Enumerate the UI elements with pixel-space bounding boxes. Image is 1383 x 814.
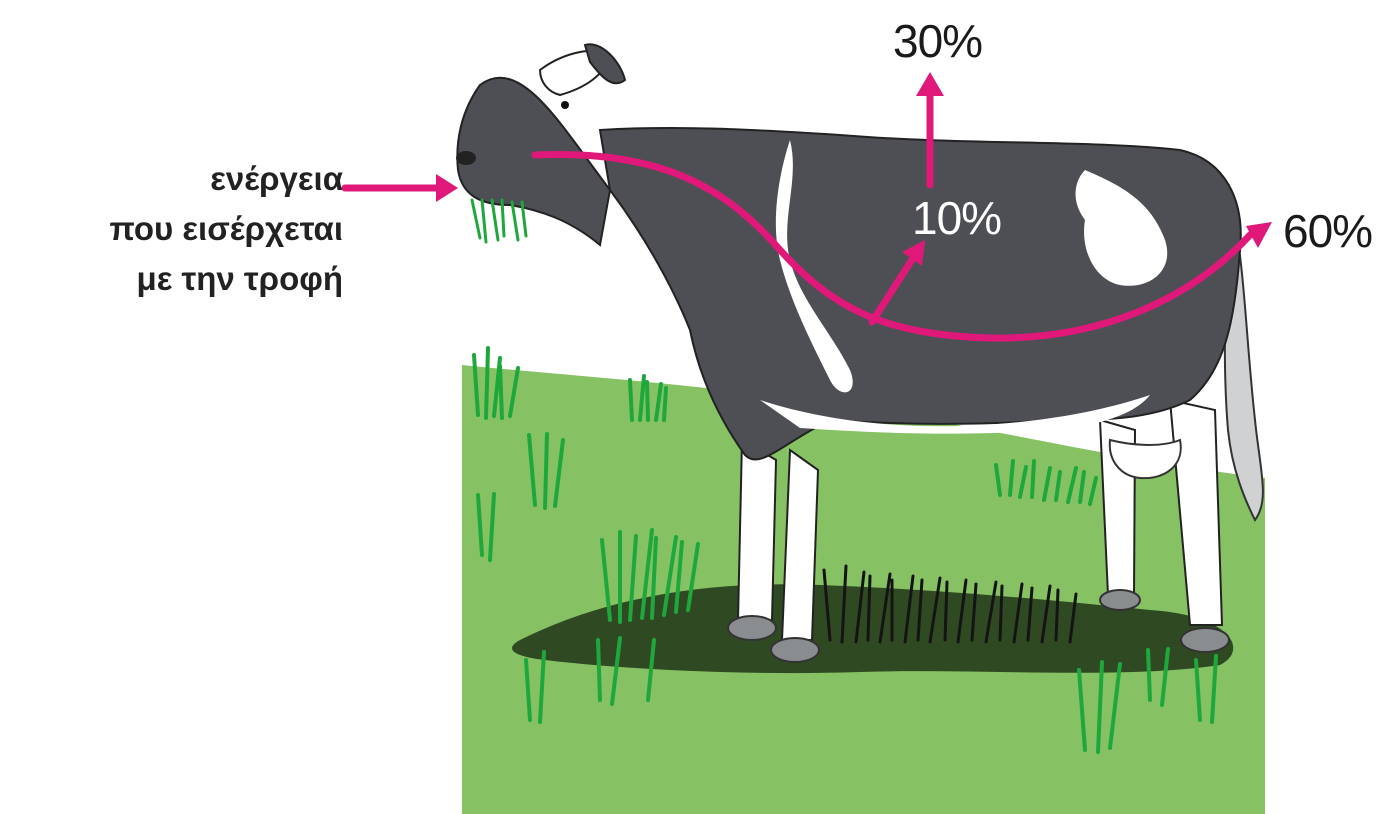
energy-path-curve [531,150,1254,342]
energy-input-label-line1: ενέργεια [210,160,343,197]
output-up-percentage: 30% [893,15,983,67]
right-arrowhead [1246,222,1272,248]
growth-arrowhead [902,240,925,266]
arrowheads [436,72,1272,266]
input-arrowhead [436,174,458,202]
output-body-percentage: 10% [912,192,1002,244]
grass-in-mouth [470,198,528,244]
up-arrowhead [916,72,944,96]
cow [456,43,1264,663]
growth-arrow [868,251,919,326]
cow-shadow [512,584,1234,674]
dark-grass [822,564,1078,644]
grass-tufts [472,346,1218,754]
output-right-percentage: 60% [1283,205,1373,257]
energy-flow [341,88,1254,342]
energy-input-label-line3: με την τροφή [136,260,344,297]
energy-input-label-line2: που εισέρχεται [109,210,343,247]
